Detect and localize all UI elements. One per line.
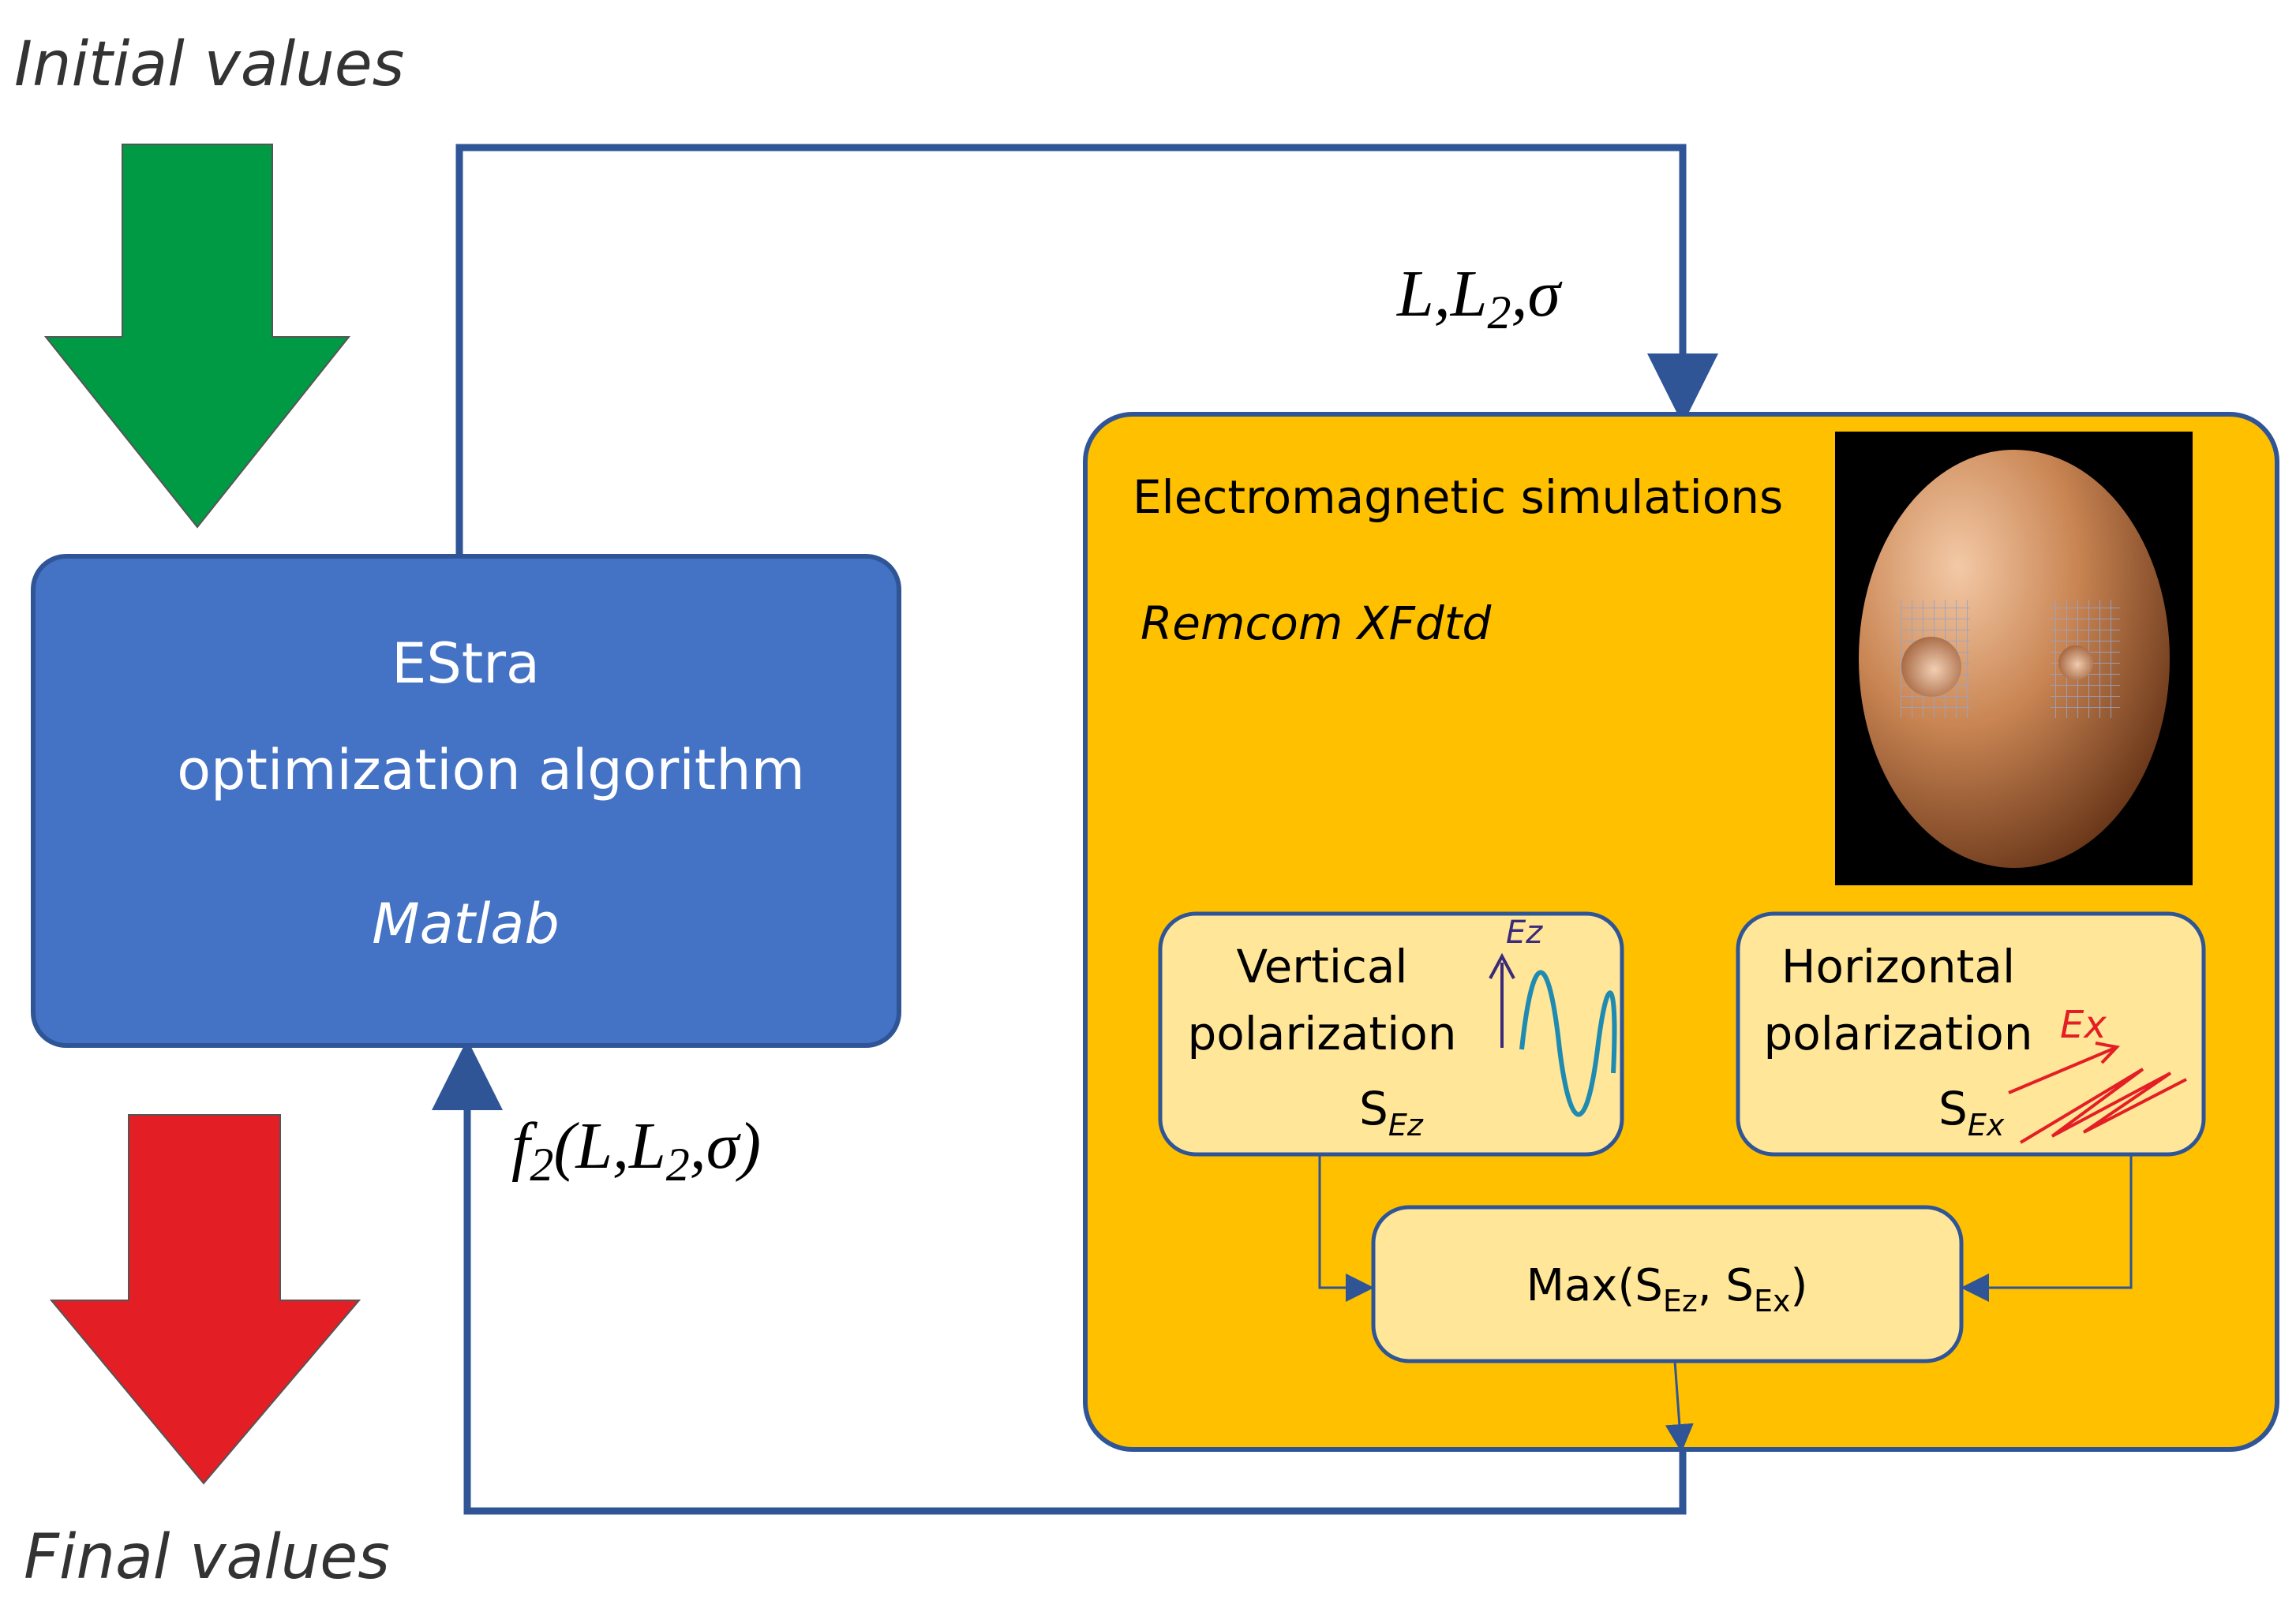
horizontal-to-max-connector — [1961, 1154, 2133, 1302]
vertical-label-2: polarization — [1187, 1007, 1456, 1060]
optimizer-subtitle: optimization algorithm — [177, 738, 805, 802]
max-to-output-connector — [1665, 1360, 1694, 1453]
horizontal-label-1: Horizontal — [1781, 940, 2015, 993]
parameters-label: L,L2,σ — [1396, 257, 1563, 338]
optimizer-tool: Matlab — [372, 892, 560, 956]
horizontal-label-2: polarization — [1763, 1007, 2032, 1060]
input-arrow-icon — [43, 144, 351, 529]
parameter-connector-line — [455, 144, 1718, 563]
objective-connector-line — [432, 1039, 1687, 1515]
optimizer-title: EStra — [391, 631, 540, 696]
horizontal-polarization-box — [1736, 911, 2206, 1157]
horizontal-field-label: Ex — [2060, 1003, 2107, 1047]
initial-values-label: Initial values — [14, 29, 404, 100]
vertical-field-label: Ez — [1506, 914, 1543, 951]
horizontal-wave-icon — [2008, 1042, 2187, 1144]
simulation-tool: Remcom XFdtd — [1141, 597, 1492, 650]
output-arrow-icon — [49, 1114, 361, 1485]
horizontal-s-label: SEx — [1938, 1082, 2005, 1143]
vertical-label-1: Vertical — [1236, 940, 1407, 993]
vertical-s-label: SEz — [1359, 1082, 1424, 1143]
head-model-image — [1835, 432, 2193, 885]
simulation-title: Electromagnetic simulations — [1133, 470, 1783, 524]
objective-function-label: f2(L,L2,σ) — [511, 1109, 761, 1191]
final-values-label: Final values — [24, 1522, 390, 1593]
vertical-wave-icon — [1489, 952, 1617, 1117]
max-label: Max(SEz, SEx) — [1526, 1260, 1808, 1318]
vertical-polarization-box — [1158, 911, 1624, 1157]
vertical-to-max-connector — [1318, 1154, 1374, 1302]
optimizer-box — [31, 554, 901, 1048]
